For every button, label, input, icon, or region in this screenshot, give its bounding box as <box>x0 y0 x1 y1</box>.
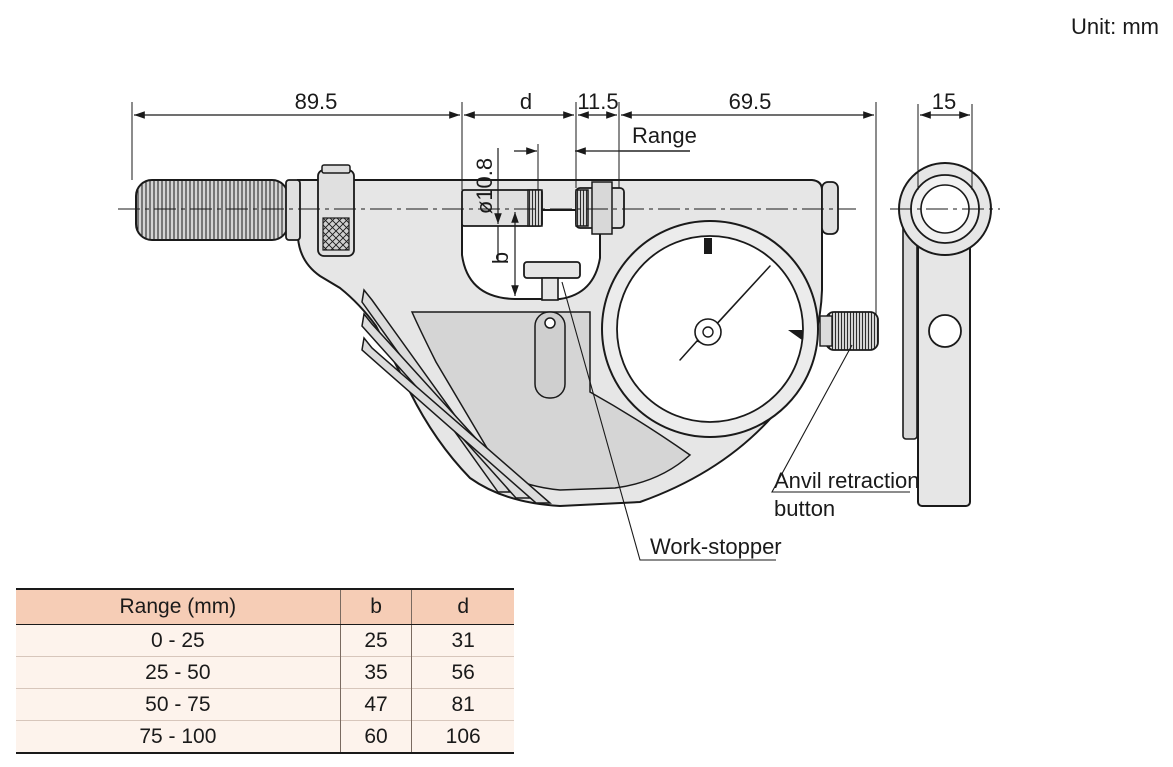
dim-label-11-5: 11.5 <box>577 89 618 114</box>
anvil-retraction-base <box>819 315 833 347</box>
table-cell: 31 <box>411 624 514 657</box>
lock-knurl <box>322 217 350 251</box>
knob-collar <box>285 179 301 241</box>
dim-label-diameter: ø10.8 <box>472 158 497 214</box>
ratchet-knob <box>135 179 289 241</box>
work-stopper <box>523 261 581 279</box>
slot-screw <box>544 317 556 329</box>
dim-label-89-5: 89.5 <box>295 89 338 114</box>
table-cell: 60 <box>339 720 412 754</box>
table-cell: 106 <box>411 720 514 754</box>
table-cell: 50 - 75 <box>16 688 341 721</box>
table-header: d <box>411 588 514 625</box>
table-cell: 25 <box>339 624 412 657</box>
table-row: 0 - 25 25 31 <box>16 624 514 657</box>
table-cell: 0 - 25 <box>16 624 341 657</box>
anvil-callout-line2: button <box>774 496 835 521</box>
dial-hub-center <box>702 326 714 338</box>
extension-lines <box>131 102 973 315</box>
table-header: b <box>339 588 412 625</box>
spindle-tip <box>527 189 543 227</box>
dial-marker-right <box>788 330 802 340</box>
dim-label-d: d <box>520 89 532 114</box>
spec-table: Range (mm) b d 0 - 25 25 31 25 - 50 35 5… <box>16 588 514 754</box>
anvil-callout-line1: Anvil retraction <box>774 468 920 493</box>
work-stopper-callout-leader <box>561 281 776 561</box>
table-header: Range (mm) <box>16 588 341 625</box>
frame-slot <box>534 311 566 399</box>
table-cell: 47 <box>339 688 412 721</box>
work-stopper-stem <box>541 277 559 301</box>
dim-label-15: 15 <box>932 89 956 114</box>
frame-end-cap <box>821 181 839 235</box>
frame-recess <box>410 311 692 491</box>
table-cell: 56 <box>411 656 514 689</box>
frame-ribs <box>361 288 553 504</box>
table-cell: 25 - 50 <box>16 656 341 689</box>
dim-label-b: b <box>488 252 513 264</box>
work-stopper-callout: Work-stopper <box>650 534 782 559</box>
table-row: 75 - 100 60 106 <box>16 720 514 754</box>
unit-label: Unit: mm <box>1071 14 1159 39</box>
lock-cap <box>321 164 351 174</box>
side-view-button <box>928 314 962 348</box>
anvil-retraction-button <box>825 311 879 351</box>
dial-marker-top <box>704 238 712 254</box>
table-row: 25 - 50 35 56 <box>16 656 514 689</box>
table-header-row: Range (mm) b d <box>16 588 514 625</box>
table-cell: 81 <box>411 688 514 721</box>
anvil-tip <box>575 189 589 227</box>
table-row: 50 - 75 47 81 <box>16 688 514 721</box>
table-cell: 35 <box>339 656 412 689</box>
side-view-plate <box>902 224 918 440</box>
dim-label-69-5: 69.5 <box>729 89 772 114</box>
dim-label-range: Range <box>632 123 697 148</box>
anvil-callout-leader <box>771 344 910 493</box>
table-cell: 75 - 100 <box>16 720 341 754</box>
side-view-frame <box>917 225 971 507</box>
anvil-collar <box>591 181 613 235</box>
